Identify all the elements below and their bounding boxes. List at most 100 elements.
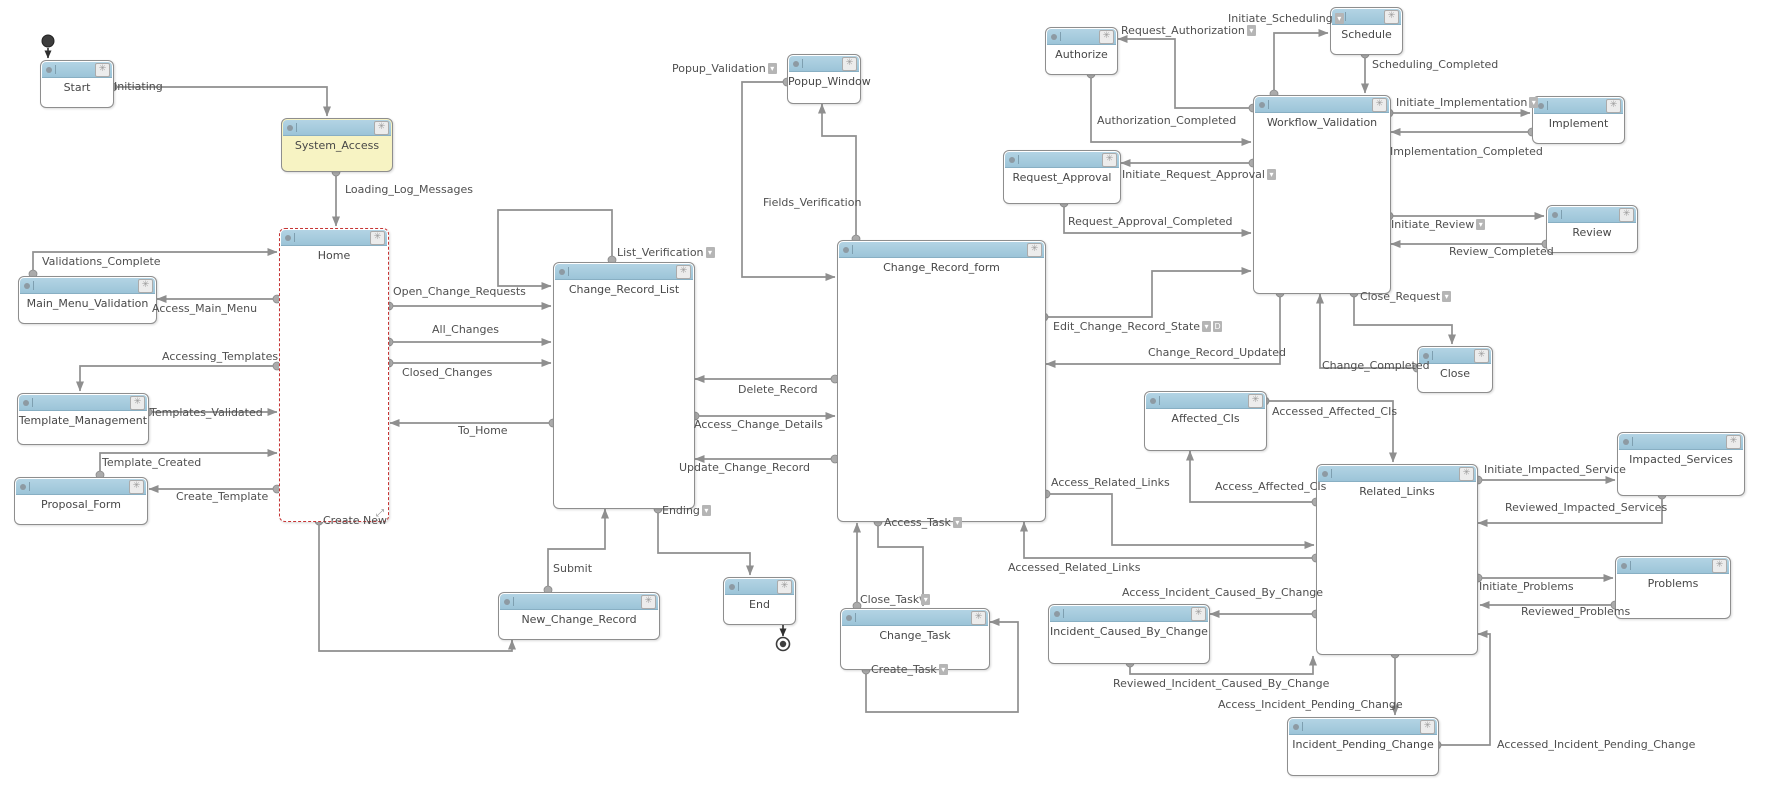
edge-label-create-new[interactable]: Create New: [323, 514, 387, 527]
edge-edit-change-record-state[interactable]: [1044, 267, 1252, 318]
edge-label-open-change-requests[interactable]: Open_Change_Requests: [393, 285, 526, 298]
edge-label-accessed-related-links[interactable]: Accessed_Related_Links: [1008, 561, 1140, 574]
edge-fields-verification[interactable]: [818, 103, 857, 239]
state-node-template-management[interactable]: ✳Template_Management: [17, 393, 149, 445]
initial-state-marker[interactable]: [41, 34, 55, 48]
edge-accessing-templates[interactable]: [76, 365, 277, 392]
edge-accessed-incident-pending-change[interactable]: [1437, 630, 1491, 746]
edge-label-review-completed[interactable]: Review_Completed: [1449, 245, 1554, 258]
gear-icon[interactable]: ✳: [1191, 606, 1206, 621]
state-node-workflow-validation[interactable]: ✳Workflow_Validation: [1253, 95, 1391, 294]
state-node-system-access[interactable]: ✳System_Access: [281, 118, 393, 172]
edge-label-scheduling-completed[interactable]: Scheduling_Completed: [1372, 58, 1498, 71]
edge-label-access-incident-caused-by-change[interactable]: Access_Incident_Caused_By_Change: [1122, 586, 1323, 599]
state-node-close[interactable]: ✳Close: [1417, 346, 1493, 393]
state-node-change-record-form[interactable]: ✳Change_Record_form: [837, 240, 1046, 522]
gear-icon[interactable]: ✳: [1099, 29, 1114, 44]
edge-label-edit-change-record-state[interactable]: Edit_Change_Record_State▾D: [1053, 320, 1223, 333]
state-node-incident-caused-by-change[interactable]: ✳Incident_Caused_By_Change: [1048, 604, 1210, 664]
state-node-schedule[interactable]: ✳Schedule: [1330, 7, 1403, 55]
gear-icon[interactable]: ✳: [971, 610, 986, 625]
gear-icon[interactable]: ✳: [1102, 152, 1117, 167]
edge-label-template-created[interactable]: Template_Created: [102, 456, 201, 469]
state-node-problems[interactable]: ✳Problems: [1615, 556, 1731, 619]
edge-label-popup-validation[interactable]: Popup_Validation▾: [672, 62, 777, 75]
edge-label-reviewed-impacted-services[interactable]: Reviewed_Impacted_Services: [1505, 501, 1667, 514]
resize-handle-icon[interactable]: ⤢: [376, 508, 384, 519]
gear-icon[interactable]: ✳: [1712, 558, 1727, 573]
gear-icon[interactable]: ✳: [1372, 97, 1387, 112]
gear-icon[interactable]: ✳: [842, 56, 857, 71]
edge-reviewed-impacted-services[interactable]: [1477, 495, 1663, 527]
edge-label-closed-changes[interactable]: Closed_Changes: [402, 366, 492, 379]
edge-create-task[interactable]: [865, 618, 1019, 713]
edge-label-templates-validated[interactable]: Templates_Validated: [150, 406, 263, 419]
edge-label-list-verification[interactable]: List_Verification▾: [617, 246, 715, 259]
edge-label-loading-log-messages[interactable]: Loading_Log_Messages: [345, 183, 473, 196]
edge-label-create-task[interactable]: Create_Task▾: [871, 663, 948, 676]
state-node-related-links[interactable]: ✳Related_Links: [1316, 464, 1478, 655]
edge-label-access-change-details[interactable]: Access_Change_Details: [694, 418, 823, 431]
state-node-implement[interactable]: ✳Implement: [1532, 96, 1625, 144]
state-node-main-menu-validation[interactable]: ✳Main_Menu_Validation: [18, 276, 157, 324]
edge-label-fields-verification[interactable]: Fields_Verification: [763, 196, 861, 209]
edge-label-update-change-record[interactable]: Update_Change_Record: [679, 461, 810, 474]
state-node-request-approval[interactable]: ✳Request_Approval: [1003, 150, 1121, 204]
edge-template-created[interactable]: [99, 449, 278, 475]
gear-icon[interactable]: ✳: [130, 395, 145, 410]
edge-label-change-record-updated[interactable]: Change_Record_Updated: [1148, 346, 1286, 359]
state-node-affected-cis[interactable]: ✳Affected_CIs: [1144, 391, 1267, 451]
edge-popup-validation[interactable]: [741, 81, 836, 281]
edge-change-record-updated[interactable]: [1045, 293, 1281, 368]
gear-icon[interactable]: ✳: [1420, 719, 1435, 734]
edge-label-access-affected-cis[interactable]: Access_Affected_CIs: [1215, 480, 1326, 493]
gear-icon[interactable]: ✳: [1459, 466, 1474, 481]
edge-label-reviewed-incident-caused-by-change[interactable]: Reviewed_Incident_Caused_By_Change: [1113, 677, 1329, 690]
edge-label-access-related-links[interactable]: Access_Related_Links: [1051, 476, 1170, 489]
edge-label-ending[interactable]: Ending▾: [662, 504, 711, 517]
edge-label-close-request[interactable]: Close_Request▾: [1360, 290, 1452, 303]
edge-accessed-related-links[interactable]: [1020, 521, 1316, 559]
edge-label-accessed-affected-cis[interactable]: Accessed_Affected_CIs: [1272, 405, 1397, 418]
edge-label-create-template[interactable]: Create_Template: [176, 490, 268, 503]
edge-list-verification[interactable]: [497, 209, 613, 290]
gear-icon[interactable]: ✳: [1027, 242, 1042, 257]
edge-label-submit[interactable]: Submit: [553, 562, 592, 575]
state-node-change-task[interactable]: ✳Change_Task: [840, 608, 990, 670]
edge-authorization-completed[interactable]: [1090, 74, 1252, 146]
gear-icon[interactable]: ✳: [1384, 9, 1399, 24]
state-node-review[interactable]: ✳Review: [1546, 205, 1638, 253]
gear-icon[interactable]: ✳: [676, 264, 691, 279]
edge-label-initiate-request-approval[interactable]: Initiate_Request_Approval▾: [1122, 168, 1276, 181]
edge-label-change-completed[interactable]: Change_Completed: [1322, 359, 1430, 372]
gear-icon[interactable]: ✳: [1474, 348, 1489, 363]
edge-label-close-task[interactable]: Close_Task▾: [860, 593, 931, 606]
state-node-start[interactable]: ✳Start: [40, 60, 114, 108]
edge-access-task[interactable]: [877, 522, 927, 607]
gear-icon[interactable]: ✳: [370, 230, 385, 245]
edge-label-implementation-completed[interactable]: Implementation_Completed: [1390, 145, 1543, 158]
state-node-impacted-services[interactable]: ✳Impacted_Services: [1617, 432, 1745, 496]
gear-icon[interactable]: ✳: [138, 278, 153, 293]
edge-label-access-task[interactable]: Access_Task▾: [884, 516, 962, 529]
edge-request-approval-completed[interactable]: [1063, 203, 1252, 237]
edge-label-initiate-impacted-service[interactable]: Initiate_Impacted_Service: [1484, 463, 1626, 476]
edge-label-access-incident-pending-change[interactable]: Access_Incident_Pending_Change: [1218, 698, 1403, 711]
state-node-new-change-record[interactable]: ✳New_Change_Record: [498, 592, 660, 640]
gear-icon[interactable]: ✳: [1619, 207, 1634, 222]
edge-initiating[interactable]: [113, 86, 331, 117]
gear-icon[interactable]: ✳: [1248, 393, 1263, 408]
state-node-popup-window[interactable]: ✳Popup_Window: [787, 54, 871, 104]
edge-ending[interactable]: [657, 509, 754, 576]
edge-label-authorization-completed[interactable]: Authorization_Completed: [1097, 114, 1236, 127]
edge-access-related-links[interactable]: [1046, 493, 1315, 549]
state-node-incident-pending-change[interactable]: ✳Incident_Pending_Change: [1287, 717, 1439, 776]
gear-icon[interactable]: ✳: [95, 62, 110, 77]
gear-icon[interactable]: ✳: [1726, 434, 1741, 449]
edge-label-initiate-problems[interactable]: Initiate_Problems: [1479, 580, 1574, 593]
gear-icon[interactable]: ✳: [777, 579, 792, 594]
state-node-proposal-form[interactable]: ✳Proposal_Form: [14, 477, 148, 525]
edge-label-initiate-implementation[interactable]: Initiate_Implementation▾: [1396, 96, 1539, 109]
edge-close-request[interactable]: [1353, 293, 1456, 345]
edge-label-access-main-menu[interactable]: Access_Main_Menu: [152, 302, 257, 315]
